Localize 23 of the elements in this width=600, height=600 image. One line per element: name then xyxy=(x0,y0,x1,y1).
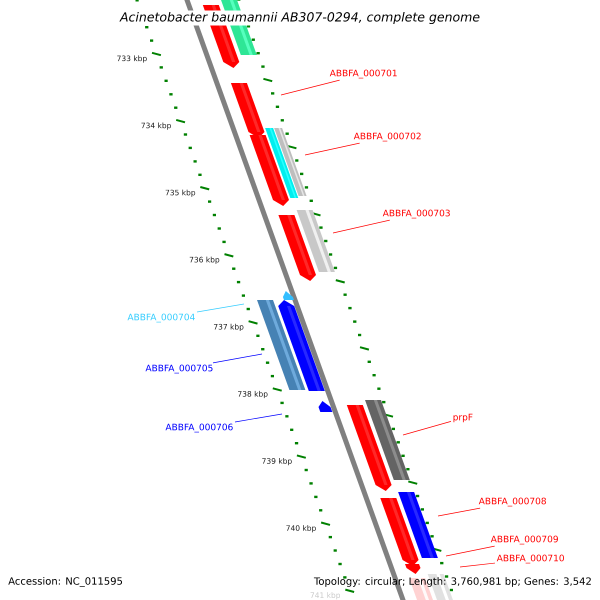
gene-label: ABBFA_000702 xyxy=(354,132,421,142)
gene-label: ABBFA_000705 xyxy=(146,364,212,374)
gene-label: ABBFA_000703 xyxy=(382,210,450,218)
title: Acinetobacter baumannii AB307-0294, complete genome xyxy=(118,10,482,26)
leader-line xyxy=(304,142,360,156)
leader-line xyxy=(212,354,262,364)
leader-line xyxy=(196,304,244,312)
leader-line xyxy=(446,546,495,556)
gene-label: ABBFA_000710 xyxy=(496,554,564,564)
leader-line xyxy=(460,562,496,568)
leader-line xyxy=(438,508,480,516)
gene-label: ABBFA_000708 xyxy=(478,498,546,506)
leader-line xyxy=(332,220,390,234)
gene-label: ABBFA_000709 xyxy=(490,536,558,544)
leader-line xyxy=(402,421,452,436)
gene-label: ABBFA_000704 xyxy=(128,314,195,322)
genome-info-text: Topology: circular; Length: 3,760,981 bp; Genes: 3,542 xyxy=(314,577,591,587)
gene-label: prpF xyxy=(454,414,472,422)
leader-line xyxy=(280,80,340,96)
accession-text: Accession: NC_011595 xyxy=(8,577,122,587)
gene-label: ABBFA_000706 xyxy=(166,424,233,432)
gene-label: ABBFA_000701 xyxy=(330,70,397,78)
leader-line xyxy=(234,414,282,422)
